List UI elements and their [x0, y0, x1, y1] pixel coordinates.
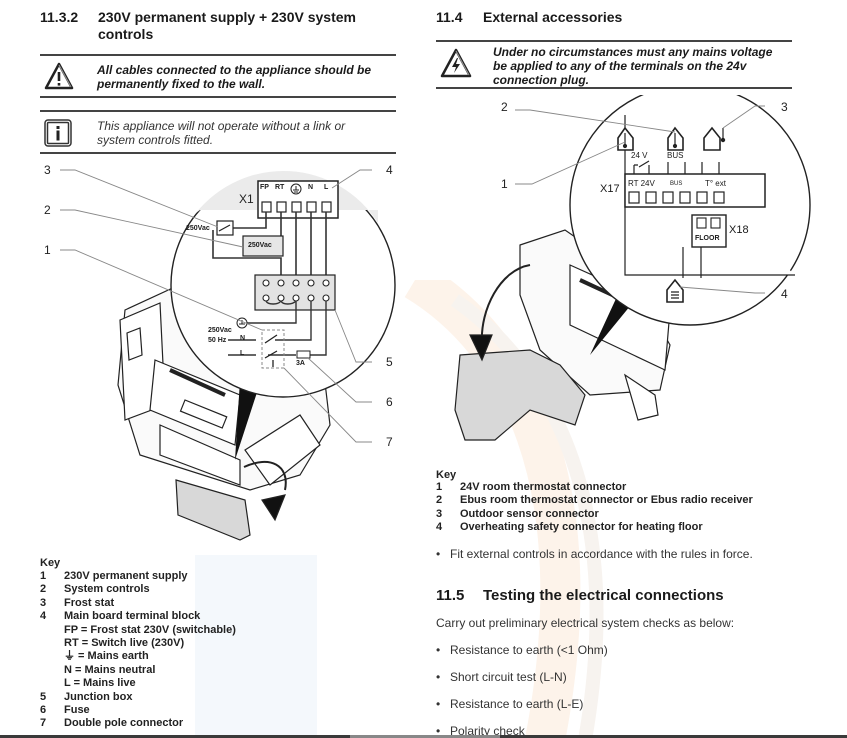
key-title: Key: [436, 469, 457, 481]
key-subitem: L = Mains live: [64, 677, 136, 690]
callout-2: 2: [44, 203, 51, 217]
callout-1: 1: [44, 243, 51, 257]
info-notice: This appliance will not operate without …: [40, 110, 396, 154]
fit-note: Fit external controls in accordance with…: [436, 547, 796, 574]
callout-6: 6: [386, 395, 393, 409]
warning-line3: connection plug.: [493, 73, 589, 87]
floor-label: FLOOR: [695, 235, 720, 242]
section-number: 11.5: [436, 587, 465, 604]
callout-2: 2: [501, 100, 508, 114]
section-title: External accessories: [483, 9, 623, 25]
warning-line1: Under no circumstances must any mains vo…: [493, 45, 773, 59]
section-heading-11-3-2: 11.3.2 230V permanent supply + 230V syst…: [40, 9, 415, 45]
zoom-pointer: [590, 290, 635, 355]
callout-3: 3: [781, 100, 788, 114]
check-item: Short circuit test (L-N): [436, 670, 796, 697]
live-label: L: [240, 350, 245, 357]
check-item: Resistance to earth (L-E): [436, 697, 796, 724]
terminal-t-ext: T° ext: [705, 179, 726, 188]
testing-checks-list: Resistance to earth (<1 Ohm) Short circu…: [436, 643, 796, 738]
info-line2: system controls fitted.: [97, 133, 214, 147]
section-heading-11-5: 11.5 Testing the electrical connections: [436, 587, 796, 607]
section-title: Testing the electrical connections: [483, 587, 724, 604]
wiring-diagram-figure: 3 2 1 4 5 6 7 X1 FP RT N L 250Vac 250Vac…: [0, 155, 415, 550]
callout-7: 7: [386, 435, 393, 449]
callout-3: 3: [44, 163, 51, 177]
terminal-rt: RT: [275, 184, 285, 191]
zoom-pointer: [235, 377, 262, 460]
scrollbar-thumb[interactable]: [350, 735, 500, 738]
supply-voltage-label: 250Vac: [208, 327, 232, 334]
terminal-rt-24v: RT 24V: [628, 179, 655, 188]
terminal-l: L: [324, 184, 329, 191]
section-number: 11.4: [436, 9, 463, 25]
electrical-hazard-icon: [440, 48, 472, 78]
check-item: Polarity check: [436, 724, 796, 738]
callout-5: 5: [386, 355, 393, 369]
section-number: 11.3.2: [40, 9, 79, 25]
x18-label: X18: [729, 224, 749, 236]
warning-line2: be applied to any of the terminals on th…: [493, 59, 747, 73]
x17-label: X17: [600, 183, 620, 195]
label-24v: 24 V: [631, 151, 648, 160]
fit-note-list: Fit external controls in accordance with…: [436, 547, 796, 574]
supply-frequency-label: 50 Hz: [208, 337, 227, 344]
key-subitem: ⏚ = Mains earth: [64, 650, 149, 663]
background-tint: [195, 555, 317, 738]
fuse-rating-label: 3A: [296, 360, 305, 367]
label-bus: BUS: [667, 151, 684, 160]
callout-4: 4: [386, 163, 393, 177]
info-icon: [44, 119, 72, 147]
key-subitem: RT = Switch live (230V): [64, 637, 185, 650]
wiring-diagram-drawing: [60, 169, 396, 541]
terminal-n: N: [308, 184, 314, 191]
switch-voltage-label: 250Vac: [186, 225, 210, 232]
horizontal-scrollbar[interactable]: [0, 735, 847, 738]
controls-box-label: 250Vac: [248, 242, 272, 249]
accessories-drawing: [454, 95, 811, 441]
external-accessories-figure: 2 3 1 4 X17 X18 24 V BUS RT 24V BUS T° e…: [420, 95, 847, 465]
info-line1: This appliance will not operate without …: [97, 119, 346, 133]
x1-label: X1: [239, 192, 254, 206]
section-title-line2: controls: [98, 26, 154, 42]
warning-triangle-icon: [44, 62, 74, 90]
terminal-bus: BUS: [670, 181, 683, 187]
electrical-warning-notice: Under no circumstances must any mains vo…: [436, 40, 792, 89]
terminal-fp: FP: [260, 184, 269, 191]
neutral-label: N: [240, 335, 246, 342]
section-title-line1: 230V permanent supply + 230V system: [98, 9, 356, 25]
callout-4: 4: [781, 287, 788, 301]
section-heading-11-4: 11.4 External accessories: [436, 9, 796, 29]
warning-notice: All cables connected to the appliance sh…: [40, 54, 396, 98]
testing-intro: Carry out preliminary electrical system …: [436, 616, 735, 630]
key-title: Key: [40, 557, 61, 569]
callout-1: 1: [501, 177, 508, 191]
key-subitem: N = Mains neutral: [64, 663, 156, 676]
key-subitem: FP = Frost stat 230V (switchable): [64, 623, 236, 636]
warning-line1: All cables connected to the appliance sh…: [97, 63, 372, 77]
check-item: Resistance to earth (<1 Ohm): [436, 643, 796, 670]
warning-line2: permanently fixed to the wall.: [97, 77, 266, 91]
